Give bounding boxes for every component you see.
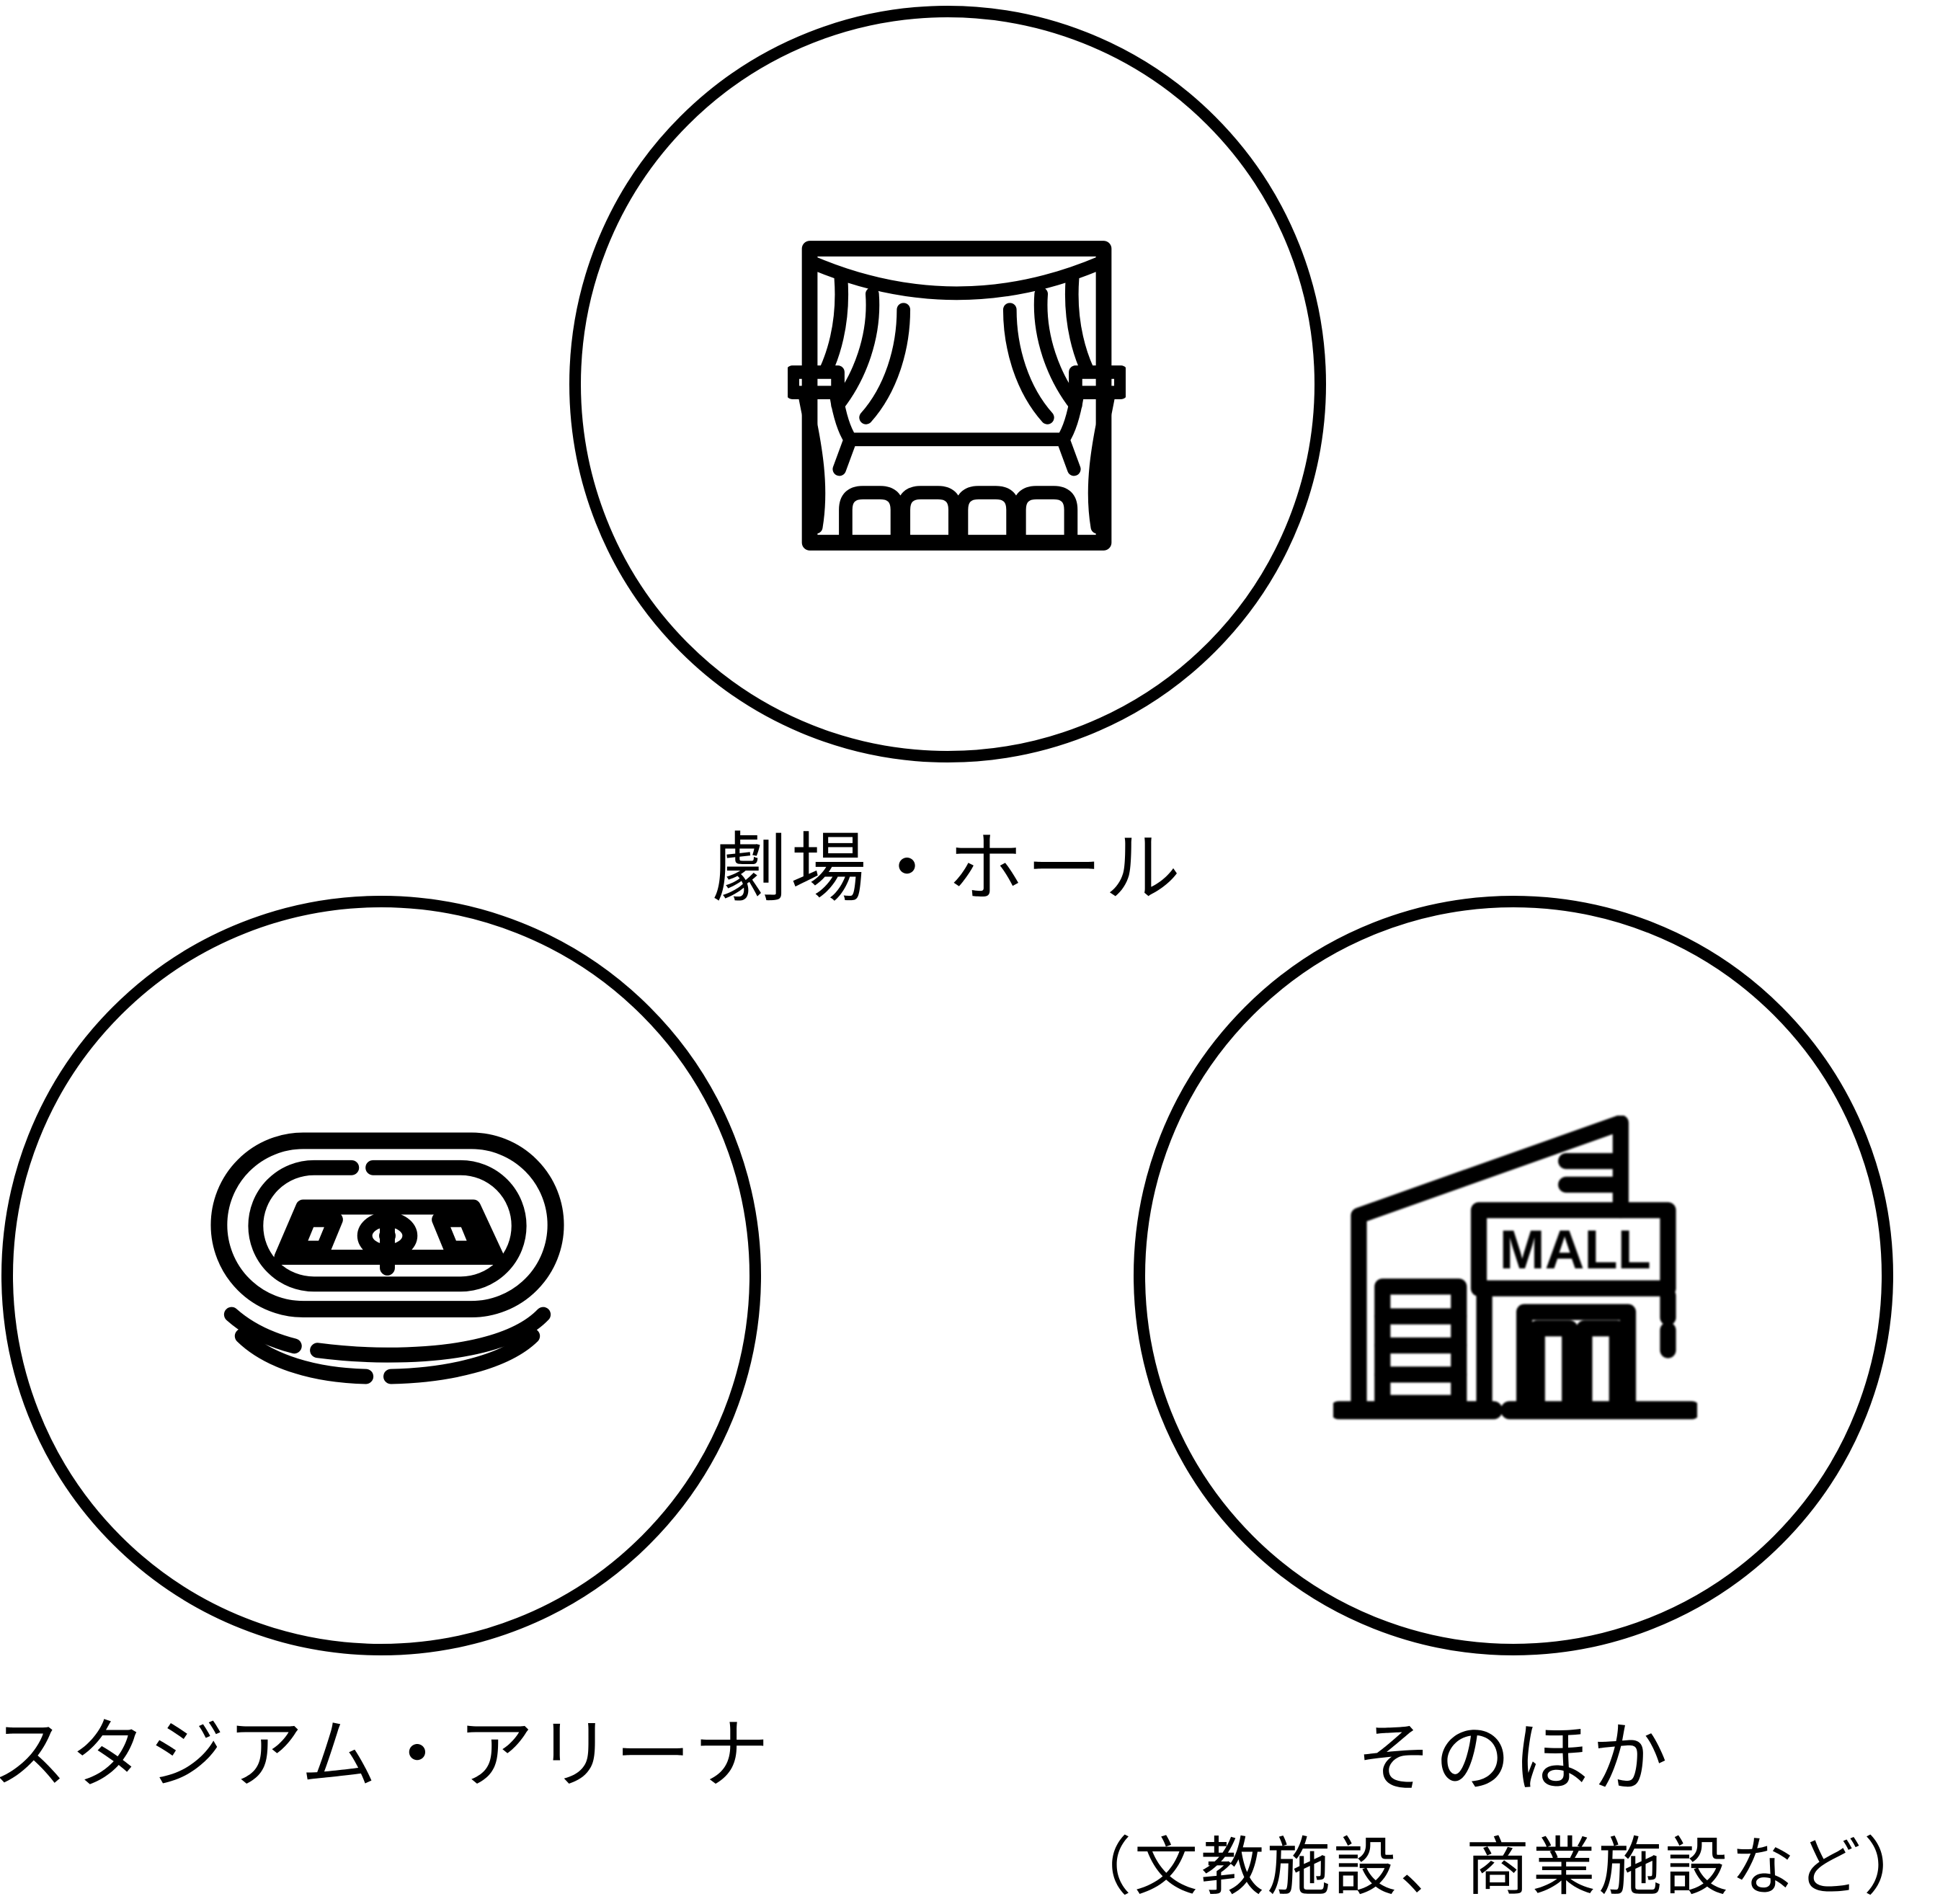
venue-sublabel-other: （文教施設、商業施設など） [1067,1831,1930,1903]
venue-circle-stadium [1,896,761,1655]
venue-circle-other [1134,896,1893,1655]
mall-building-icon: MALL [1333,1116,1697,1425]
theater-stage-icon [788,239,1126,552]
stadium-icon [208,1130,566,1388]
venue-label-stadium: スタジアム・アリーナ [0,1713,773,1797]
venue-label-other: そのほか [1356,1717,1671,1801]
mall-sign-label: MALL [1500,1219,1651,1281]
venue-label-theater: 劇場・ホール [711,827,1183,911]
